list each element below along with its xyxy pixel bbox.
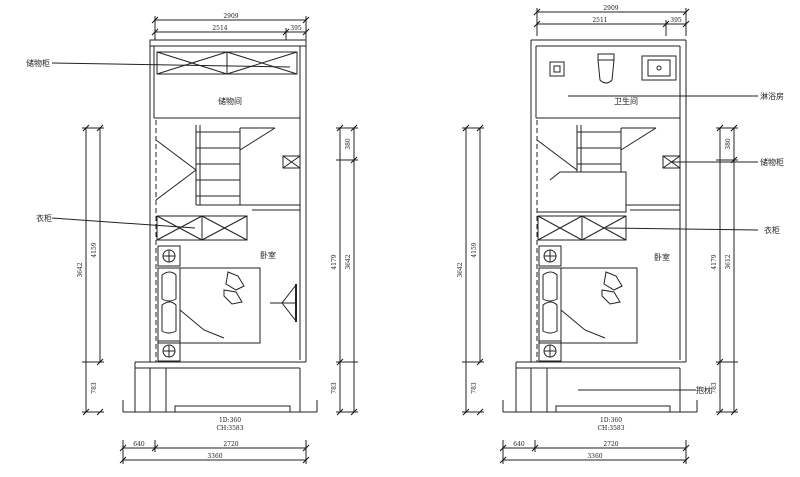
- right-callout-wardrobe: 衣柜: [764, 225, 780, 235]
- right-bathroom-fixtures: [549, 53, 677, 84]
- right-dim-right-d: 783: [711, 382, 718, 394]
- left-dim-top-total: 2909: [223, 13, 238, 20]
- left-dim-right-b: 4179: [331, 254, 338, 269]
- left-dim-bottom-a: 640: [133, 441, 145, 448]
- left-right-dimension: [336, 124, 358, 416]
- right-dim-left-a: 3642: [457, 262, 464, 277]
- left-dim-right-c: 3642: [345, 254, 352, 269]
- right-level-1: 1D:360: [600, 417, 622, 424]
- left-callout-wardrobe: 衣柜: [36, 213, 52, 223]
- right-label-bathroom: 卫生间: [614, 96, 638, 106]
- right-dim-bottom-total: 3360: [587, 453, 602, 460]
- left-dim-left-b: 4159: [91, 242, 98, 257]
- left-dim-left-c: 783: [91, 382, 98, 394]
- right-dim-left-c: 783: [471, 382, 478, 394]
- left-plan-text: 2909 2514 395 储物柜 储物间 衣柜 卧室 3642 4159 78…: [26, 13, 352, 460]
- left-dim-bottom-total: 3360: [207, 453, 222, 460]
- left-dim-top-b: 395: [290, 25, 302, 32]
- right-staircase: [536, 125, 680, 213]
- left-left-dimension: [82, 124, 104, 416]
- left-dim-right-d: 783: [331, 382, 338, 394]
- right-dim-right-c: 3612: [725, 254, 732, 269]
- right-callout-cushion: 抱枕: [696, 385, 712, 395]
- right-level-2: CH:3583: [597, 425, 624, 432]
- left-floor-plan: [51, 16, 358, 464]
- right-plan-text: 2909 2511 395 卫生间 淋浴房 储物柜 衣柜 卧室 抱枕 3642 …: [457, 5, 784, 460]
- left-top-dimension: [151, 16, 310, 40]
- right-dim-top-b: 395: [670, 17, 682, 24]
- left-label-bedroom: 卧室: [260, 250, 276, 260]
- right-callout-shower: 淋浴房: [760, 91, 784, 101]
- left-bottom-dimension: [119, 440, 310, 464]
- left-door: [270, 284, 297, 322]
- left-dim-right-a: 380: [345, 138, 352, 150]
- right-dim-right-b: 4179: [711, 254, 718, 269]
- right-dim-bottom-b: 2720: [603, 441, 618, 448]
- right-dim-top-a: 2511: [592, 17, 607, 24]
- right-label-bedroom: 卧室: [654, 252, 670, 262]
- right-right-dimension: [716, 124, 738, 416]
- left-bed: [157, 245, 261, 362]
- left-dim-top-a: 2514: [212, 25, 227, 32]
- right-bed: [538, 245, 638, 362]
- left-staircase: [155, 125, 300, 211]
- left-small-cabinet: [282, 155, 301, 169]
- left-callout-storage-cabinet: 储物柜: [26, 58, 50, 68]
- left-dim-left-a: 3642: [77, 262, 84, 277]
- right-bottom-dimension: [499, 440, 690, 464]
- right-dim-top-total: 2909: [603, 5, 618, 12]
- left-level-2: CH:3583: [216, 425, 243, 432]
- right-floor-plan: [462, 8, 759, 464]
- right-left-dimension: [462, 124, 484, 416]
- right-dim-bottom-a: 640: [513, 441, 525, 448]
- left-level-1: 1D:360: [219, 417, 241, 424]
- right-dim-right-a: 380: [725, 138, 732, 150]
- right-top-dimension: [533, 8, 690, 36]
- left-label-storage-room: 储物间: [218, 96, 242, 106]
- right-dim-left-b: 4159: [471, 242, 478, 257]
- right-callout-storage-cabinet: 储物柜: [760, 157, 784, 167]
- left-dim-bottom-b: 2720: [223, 441, 238, 448]
